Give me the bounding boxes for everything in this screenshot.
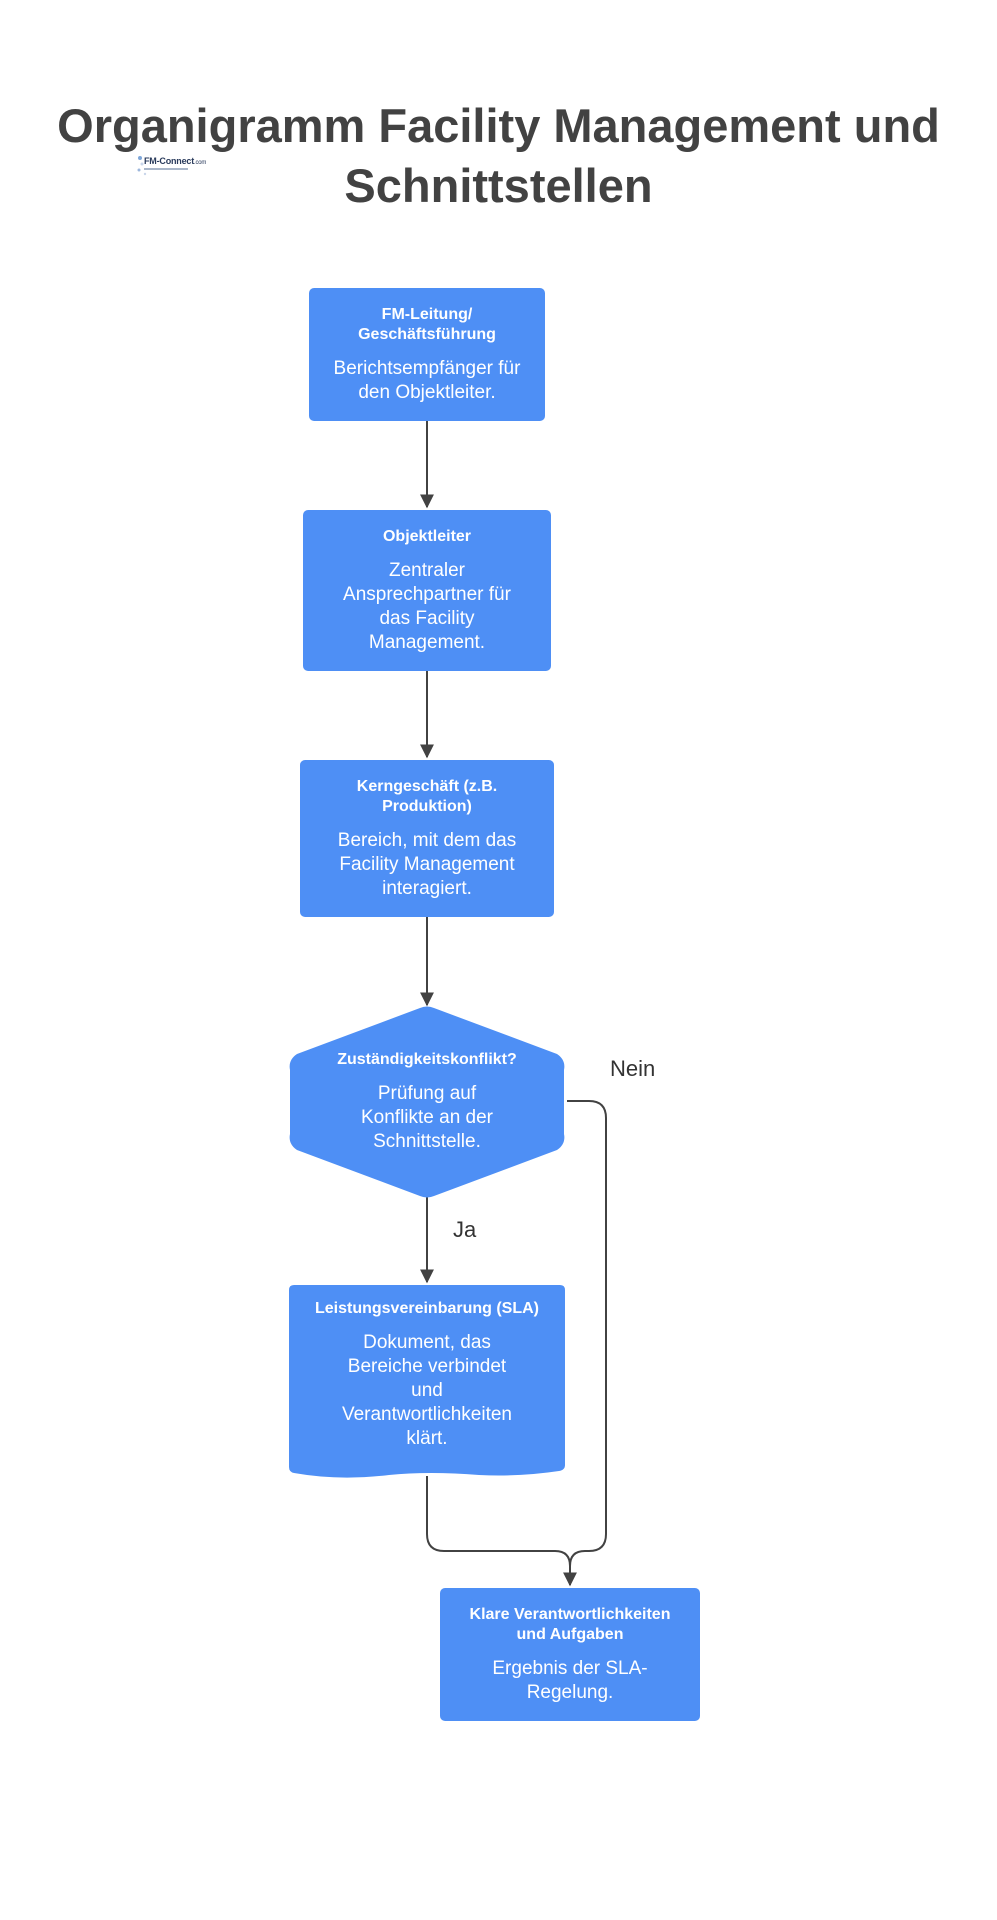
node-fm-leitung: FM-Leitung/ Geschäftsführung Berichtsemp… (309, 288, 545, 421)
node-fm-leitung-heading: FM-Leitung/ Geschäftsführung (358, 305, 496, 343)
node-sla: Leistungsvereinbarung (SLA) Dokument, da… (289, 1285, 565, 1470)
node-sla-description: Dokument, das Bereiche verbindet und Ver… (341, 1332, 513, 1449)
node-fm-leitung-description: Berichtsempfänger für den Objektleiter. (333, 357, 521, 403)
node-konflikt: Zuständigkeitskonflikt? Prüfung auf Konf… (306, 1006, 548, 1198)
node-objektleiter: Objektleiter Zentraler Ansprechpartner f… (303, 510, 551, 671)
edge-label-nein: Nein (610, 1056, 656, 1081)
node-ergebnis: Klare Verantwortlichkeiten und Aufgaben … (440, 1588, 700, 1721)
node-konflikt-heading: Zuständigkeitskonflikt? (337, 1051, 517, 1068)
node-kerngeschaeft-description: Bereich, mit dem das Facility Management… (337, 829, 517, 899)
node-objektleiter-heading: Objektleiter (382, 527, 472, 545)
diagram-title: Organigramm Facility Management und Schn… (0, 96, 997, 216)
node-sla-shape (289, 1285, 565, 1478)
node-kerngeschaeft-heading: Kerngeschäft (z.B. Produktion) (356, 777, 498, 815)
node-konflikt-shape (289, 1006, 565, 1198)
node-ergebnis-description: Ergebnis der SLA-Regelung. (492, 1657, 648, 1703)
title-line-2: Schnittstellen (344, 159, 653, 212)
edge-konflikt-ergebnis (563, 1100, 607, 1587)
node-konflikt-description: Prüfung auf Konflikte an der Schnittstel… (360, 1083, 494, 1152)
logo-dots-icon (137, 156, 147, 176)
title-line-1: Organigramm Facility Management und (57, 99, 940, 152)
node-objektleiter-description: Zentraler Ansprechpartner für das Facili… (343, 559, 511, 653)
node-sla-heading: Leistungsvereinbarung (SLA) (314, 1300, 540, 1317)
edge-sla-ergebnis (426, 1476, 571, 1567)
node-kerngeschaeft: Kerngeschäft (z.B. Produktion) Bereich, … (300, 760, 554, 917)
node-ergebnis-heading: Klare Verantwortlichkeiten und Aufgaben (469, 1605, 671, 1643)
fm-connect-logo: FM-Connect.com (136, 150, 206, 180)
edge-label-ja: Ja (453, 1217, 477, 1242)
logo-wordmark: FM-Connect.com (144, 156, 207, 166)
logo-tagline-bar (144, 168, 188, 170)
